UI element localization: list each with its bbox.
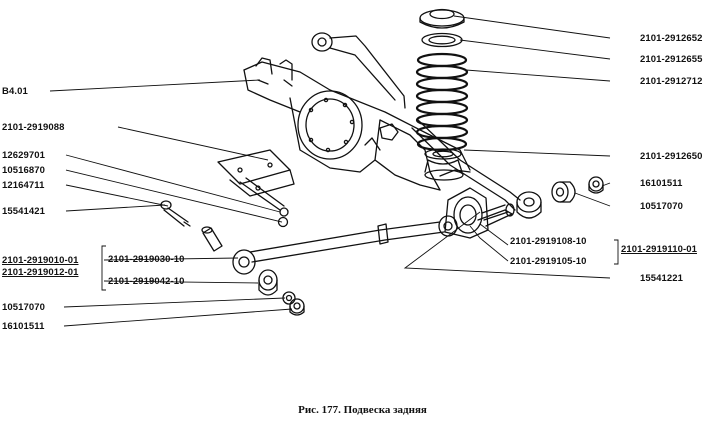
label-10517070-left: 10517070 (2, 302, 46, 313)
label-2101-2919042-10: 2101-2919042-10 (108, 276, 185, 287)
figure-caption: Рис. 177. Подвеска задняя (298, 404, 427, 416)
label-12629701: 12629701 (2, 150, 46, 161)
label-2101-2912652: 2101-2912652 (640, 33, 703, 44)
label-10517070-right: 10517070 (640, 201, 684, 212)
label-2101-2919105-10: 2101-2919105-10 (510, 256, 587, 267)
label-2101-2912650: 2101-2912650 (640, 151, 703, 162)
spacer-sleeve (201, 226, 223, 252)
label-2101-2919088: 2101-2919088 (2, 122, 65, 133)
label-15541421: 15541421 (2, 206, 46, 217)
bolt-right (481, 203, 515, 221)
lower-link (232, 215, 458, 275)
label-2101-2919110-01: 2101-2919110-01 (621, 244, 697, 255)
label-2101-2919030-10: 2101-2919030-10 (108, 254, 185, 265)
spring-insulator (421, 32, 463, 48)
coil-spring (415, 52, 469, 152)
label-12164711: 12164711 (2, 180, 45, 191)
right-bushing (516, 191, 542, 219)
label-b401: B4.01 (2, 86, 28, 97)
left-bushing-pair (258, 269, 278, 296)
label-15541221: 15541221 (640, 273, 684, 284)
long-bolt (160, 200, 191, 227)
bracket-plate (217, 149, 295, 197)
bushing-right-pair (551, 181, 576, 203)
label-2101-2919108-10: 2101-2919108-10 (510, 236, 587, 247)
nut-right (588, 176, 604, 194)
label-2101-2912712: 2101-2912712 (640, 76, 703, 87)
label-2101-2919010-01: 2101-2919010-01 (2, 255, 79, 266)
label-2101-2919012-01: 2101-2919012-01 (2, 267, 79, 278)
spring-upper-cup (419, 8, 465, 29)
label-16101511-right: 16101511 (640, 178, 683, 189)
left-bolt-rod (239, 177, 289, 228)
label-10516870: 10516870 (2, 165, 46, 176)
upper-link (311, 32, 521, 211)
spring-lower-seat (424, 148, 464, 181)
label-2101-2912655: 2101-2912655 (640, 54, 703, 65)
label-16101511-left: 16101511 (2, 321, 45, 332)
left-nut (289, 298, 305, 316)
axle-housing (243, 57, 471, 191)
